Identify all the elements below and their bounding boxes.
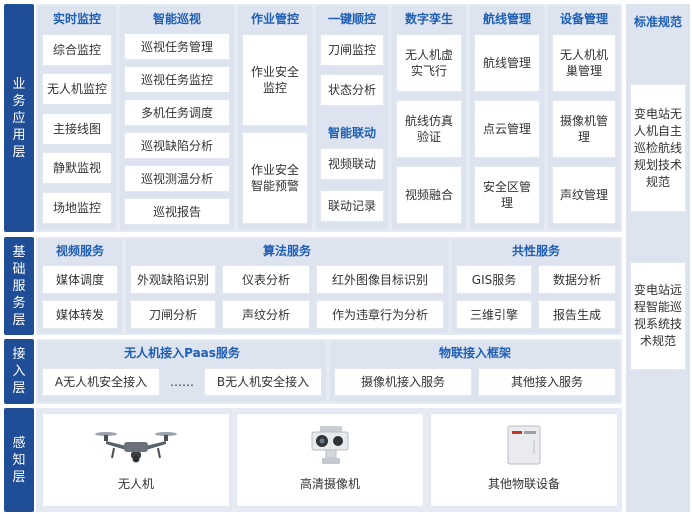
column-title-patrol: 智能巡视 [152, 11, 201, 26]
module-work-safety-warning[interactable]: 作业安全智能预警 [242, 132, 308, 224]
device-other-iot[interactable]: 其他物联设备 [430, 413, 618, 507]
module-patrol-defect-analysis[interactable]: 巡视缺陷分析 [124, 132, 230, 159]
module-main-wiring-diagram[interactable]: 主接线图 [42, 113, 112, 145]
module-comprehensive-monitor[interactable]: 综合监控 [42, 34, 112, 66]
layer-label-business: 业务应用层 [4, 4, 34, 232]
layer-label-access: 接入层 [4, 339, 34, 404]
device-label-other-iot: 其他物联设备 [487, 477, 560, 491]
layer-label-basic: 基础服务层 [4, 237, 34, 335]
module-status-analysis[interactable]: 状态分析 [320, 74, 384, 106]
drone-icon [95, 432, 177, 463]
module-patrol-temp-analysis[interactable]: 巡视测温分析 [124, 165, 230, 192]
camera-icon [311, 426, 349, 464]
service-report-gen[interactable]: 报告生成 [538, 300, 616, 329]
column-title-route: 航线管理 [482, 11, 531, 26]
module-patrol-task-mgmt[interactable]: 巡视任务管理 [124, 33, 230, 60]
service-violation-analysis[interactable]: 作为违章行为分析 [316, 300, 444, 329]
group-title-video-service: 视频服务 [55, 243, 104, 258]
module-linkage-record[interactable]: 联动记录 [320, 190, 384, 222]
module-video-linkage[interactable]: 视频联动 [320, 148, 384, 180]
module-multi-task-dispatch[interactable]: 多机任务调度 [124, 99, 230, 126]
layer-label-perception: 感知层 [4, 408, 34, 512]
service-voiceprint-analysis[interactable]: 声纹分析 [222, 300, 310, 329]
column-title-onekey: 一键顺控 [327, 11, 376, 26]
module-patrol-task-monitor[interactable]: 巡视任务监控 [124, 66, 230, 93]
standard-remote-patrol[interactable]: 变电站远程智能巡视系统技术规范 [630, 262, 686, 370]
column-title-realtime: 实时监控 [52, 11, 101, 26]
service-3d-engine[interactable]: 三维引擎 [456, 300, 532, 329]
service-switch-analysis[interactable]: 刀闸分析 [130, 300, 216, 329]
device-label-uav: 无人机 [117, 477, 154, 491]
module-uav-monitor[interactable]: 无人机监控 [42, 73, 112, 105]
service-uav-a-access[interactable]: A无人机安全接入 [42, 368, 160, 396]
module-switch-monitor[interactable]: 刀闸监控 [320, 34, 384, 66]
module-uav-nest-mgmt[interactable]: 无人机机巢管理 [552, 34, 616, 92]
column-title-twin: 数字孪生 [404, 11, 453, 26]
column-title-work: 作业管控 [250, 11, 299, 26]
module-camera-mgmt[interactable]: 摄像机管理 [552, 100, 616, 158]
device-hd-camera[interactable]: 高清摄像机 [236, 413, 424, 507]
group-title-uav-access: 无人机接入Paas服务 [124, 345, 240, 360]
iot-box-icon [507, 425, 541, 465]
module-route-simulation[interactable]: 航线仿真验证 [396, 100, 462, 158]
service-appearance-defect[interactable]: 外观缺陷识别 [130, 265, 216, 294]
service-meter-analysis[interactable]: 仪表分析 [222, 265, 310, 294]
group-title-iot-access: 物联接入框架 [438, 345, 511, 360]
module-silent-monitor[interactable]: 静默监视 [42, 152, 112, 184]
service-infrared-recognition[interactable]: 红外图像目标识别 [316, 265, 444, 294]
standard-uav-route-planning[interactable]: 变电站无人机自主巡检航线规划技术规范 [630, 84, 686, 212]
service-data-analysis[interactable]: 数据分析 [538, 265, 616, 294]
standards-title: 标准规范 [633, 14, 682, 29]
column-title-device: 设备管理 [559, 11, 608, 26]
module-pointcloud-mgmt[interactable]: 点云管理 [474, 100, 540, 158]
module-work-safety-monitor[interactable]: 作业安全监控 [242, 34, 308, 126]
device-label-hd-camera: 高清摄像机 [299, 477, 360, 491]
module-video-fusion[interactable]: 视频融合 [396, 166, 462, 224]
standards-panel [626, 4, 690, 512]
module-patrol-report[interactable]: 巡视报告 [124, 198, 230, 225]
service-other-access[interactable]: 其他接入服务 [478, 368, 616, 396]
module-site-monitor[interactable]: 场地监控 [42, 192, 112, 224]
service-gis[interactable]: GIS服务 [456, 265, 532, 294]
service-uav-b-access[interactable]: B无人机安全接入 [204, 368, 322, 396]
service-camera-access[interactable]: 摄像机接入服务 [334, 368, 472, 396]
service-media-forward[interactable]: 媒体转发 [42, 300, 118, 329]
ellipsis-more-uav: …… [170, 375, 194, 389]
module-safezone-mgmt[interactable]: 安全区管理 [474, 166, 540, 224]
column-title-linkage: 智能联动 [327, 125, 376, 140]
device-uav[interactable]: 无人机 [42, 413, 230, 507]
group-title-algorithm-service: 算法服务 [262, 243, 311, 258]
module-route-mgmt[interactable]: 航线管理 [474, 34, 540, 92]
service-media-dispatch[interactable]: 媒体调度 [42, 265, 118, 294]
group-title-common-service: 共性服务 [511, 243, 560, 258]
module-voiceprint-mgmt[interactable]: 声纹管理 [552, 166, 616, 224]
module-uav-virtual-flight[interactable]: 无人机虚实飞行 [396, 34, 462, 92]
